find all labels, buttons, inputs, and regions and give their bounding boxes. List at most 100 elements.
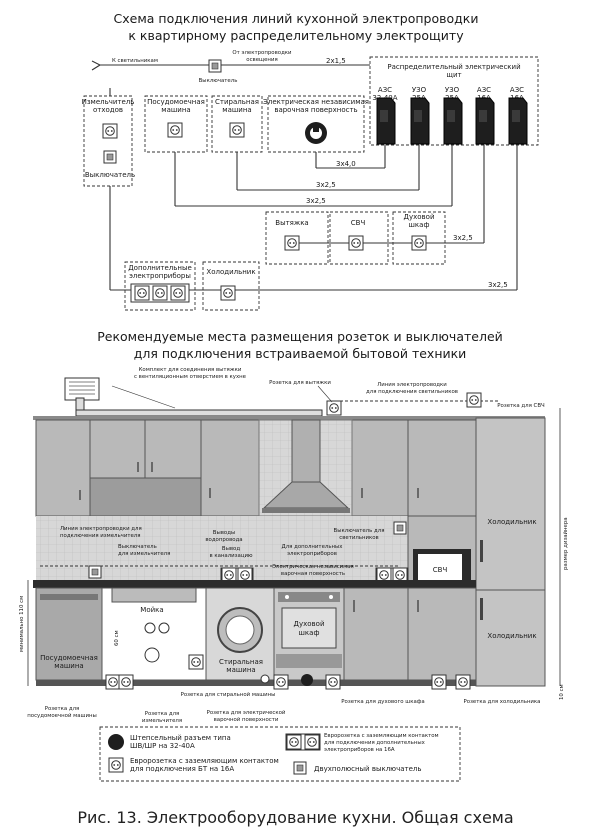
svg-text:Посудомоечная: Посудомоечная	[40, 654, 98, 662]
extra-socket-2-icon	[152, 285, 168, 301]
svg-text:Выводы: Выводы	[213, 530, 235, 536]
svg-text:светильников: светильников	[339, 535, 378, 541]
breaker-1: АЗС 32-40А	[372, 86, 398, 145]
svg-text:3х2,5: 3х2,5	[488, 281, 508, 289]
hood-socket-wall-icon	[326, 400, 342, 416]
lighting-line-callout: Линия электропроводки для подключения св…	[340, 382, 500, 402]
svg-text:варочная поверхность: варочная поверхность	[281, 571, 345, 577]
svg-text:Дополнительные: Дополнительные	[128, 264, 192, 272]
svg-text:для измельчителя: для измельчителя	[118, 551, 170, 557]
svg-text:Стиральная: Стиральная	[219, 658, 263, 666]
cable-2x15: 2х1,5	[326, 57, 346, 65]
svg-text:Линия электропроводки: Линия электропроводки	[377, 382, 447, 388]
svg-text:3х4,0: 3х4,0	[336, 160, 356, 168]
svg-text:3х2,5: 3х2,5	[316, 181, 336, 189]
svg-text:Розетка для холодильника: Розетка для холодильника	[464, 699, 541, 705]
figure-caption: Рис. 13. Электрооборудование кухни. Обща…	[77, 808, 514, 827]
disposer-line-callout: Линия электропроводки для подключения из…	[40, 526, 400, 579]
svg-text:Розетка для СВЧ: Розетка для СВЧ	[497, 403, 545, 409]
euro-socket-legend-icon	[108, 757, 124, 773]
svg-text:Для дополнительных: Для дополнительных	[282, 544, 344, 550]
to-lights-label: К светильникам	[112, 58, 158, 64]
extra-socket-3-icon	[170, 285, 186, 301]
svg-text:Электрическая независимая: Электрическая независимая	[263, 98, 369, 106]
svg-text:варочной поверхности: варочной поверхности	[214, 716, 279, 723]
svg-text:подключения измельчителя: подключения измельчителя	[60, 533, 140, 539]
light-switch-wall-icon	[393, 521, 407, 535]
breaker-4-icon	[475, 97, 495, 145]
dishwasher-socket-icon	[167, 122, 183, 138]
svg-text:Линия электропроводки для: Линия электропроводки для	[60, 526, 142, 532]
svg-text:Розетка для: Розетка для	[145, 711, 180, 717]
svg-text:машина: машина	[222, 106, 251, 114]
svg-text:варочная поверхность: варочная поверхность	[274, 106, 357, 114]
floor-socket-labels: Розетка для посудомоечной машины Розетка…	[27, 691, 540, 724]
vent-kit: Комплект для соединения вытяжки с вентил…	[64, 367, 323, 417]
breaker-3-icon	[443, 97, 463, 145]
extra-appliances-box: Дополнительные электроприборы	[124, 261, 196, 311]
svg-text:АЗС: АЗС	[510, 86, 524, 94]
svg-text:машина: машина	[226, 666, 255, 674]
hood-socket-callout: Розетка для вытяжки	[269, 380, 342, 416]
svg-text:УЗО: УЗО	[412, 86, 427, 94]
panel-title-1: Распределительный электрический	[387, 63, 520, 71]
double-switch-legend-icon	[293, 761, 307, 775]
svg-text:в канализацию: в канализацию	[209, 553, 253, 559]
svg-text:машина: машина	[54, 662, 83, 670]
svg-text:Розетка для электрической: Розетка для электрической	[207, 709, 286, 716]
svg-text:АЗС: АЗС	[378, 86, 392, 94]
svg-text:электроприборов: электроприборов	[287, 551, 337, 557]
svg-text:с вентиляционным отверстием в: с вентиляционным отверстием в кухне	[134, 374, 247, 380]
svg-text:60 см: 60 см	[114, 630, 120, 646]
washer-socket-icon	[229, 122, 245, 138]
base-cabinets: Посудомоечная машина Мойка 60 см Стираль…	[35, 587, 477, 681]
svg-text:Вывод: Вывод	[222, 546, 240, 552]
disposer-socket-icon	[102, 123, 118, 139]
microwave-box: СВЧ	[329, 211, 389, 265]
oven-socket-icon	[411, 235, 427, 251]
breaker-4: АЗС 16А	[475, 86, 495, 145]
svg-text:Измельчитель: Измельчитель	[82, 98, 135, 106]
svg-text:водопровода: водопровода	[205, 537, 242, 543]
microwave-unit: СВЧ	[407, 515, 477, 591]
disposer-switch-wall-icon	[88, 565, 102, 579]
svg-text:АЗС: АЗС	[477, 86, 491, 94]
breaker-2: УЗО 25А	[410, 86, 430, 145]
scheme-title-line2: к квартирному распределительному электро…	[128, 28, 464, 43]
svg-text:измельчителя: измельчителя	[142, 718, 182, 724]
legend: Штепсельный разъем типа ШВ/ШР на 32-40А …	[99, 726, 461, 782]
svg-text:Холодильник: Холодильник	[487, 518, 536, 526]
extra-socket-1-icon	[134, 285, 150, 301]
distribution-panel: Распределительный электрический щит АЗС …	[369, 56, 539, 146]
panel-title-2: щит	[446, 71, 461, 79]
breaker-5: АЗС 16А	[508, 86, 528, 145]
svg-text:отходов: отходов	[93, 106, 123, 114]
lighting-switch-label: Выключатель	[199, 78, 238, 84]
svg-text:посудомоечной машины: посудомоечной машины	[27, 712, 97, 719]
svg-text:СВЧ: СВЧ	[433, 566, 448, 574]
plug-legend-icon	[108, 734, 124, 750]
svg-text:СВЧ: СВЧ	[351, 219, 366, 227]
svg-text:Посудомоечная: Посудомоечная	[147, 98, 205, 106]
upper-cabinets	[35, 419, 477, 517]
svg-text:3х2,5: 3х2,5	[453, 234, 473, 242]
svg-text:Духовой: Духовой	[404, 213, 435, 221]
breaker-1-icon	[376, 97, 396, 145]
svg-text:машина: машина	[161, 106, 190, 114]
svg-text:размер дизайнера: размер дизайнера	[562, 517, 569, 570]
floor-sockets	[105, 654, 471, 690]
dimension-markers: минимально 110 см размер дизайнера 10 см	[19, 408, 569, 700]
svg-text:Стиральная: Стиральная	[215, 98, 259, 106]
svg-text:Евророзетка с заземляющим конт: Евророзетка с заземляющим контактом	[130, 757, 279, 765]
kitchen-title-line1: Рекомендуемые места размещения розеток и…	[97, 329, 503, 344]
svg-text:ШВ/ШР на 32-40А: ШВ/ШР на 32-40А	[130, 742, 195, 750]
svg-text:Розетка для вытяжки: Розетка для вытяжки	[269, 380, 331, 386]
svg-text:Евророзетка с заземляющим конт: Евророзетка с заземляющим контактом	[324, 733, 439, 739]
wall-socket-blocks	[220, 567, 409, 583]
fridge-socket-icon	[220, 285, 236, 301]
svg-text:минимально 110 см: минимально 110 см	[19, 596, 25, 652]
lighting-feed-label-1: От электропроводки	[232, 50, 292, 56]
mw-socket-callout: Розетка для СВЧ	[466, 392, 545, 409]
svg-text:10 см: 10 см	[559, 684, 565, 700]
svg-text:Духовой: Духовой	[294, 620, 325, 628]
